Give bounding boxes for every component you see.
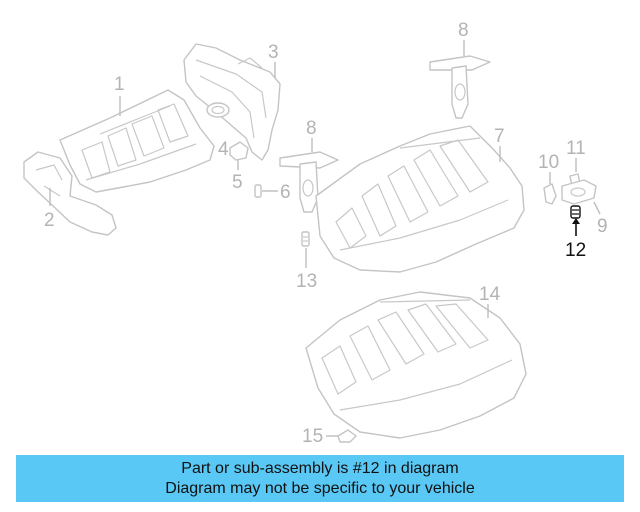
part-1-splash-shield — [59, 89, 215, 193]
part-4-grommet — [206, 102, 230, 118]
leader-lines — [49, 40, 601, 437]
part-8-lower-bracket — [279, 151, 339, 213]
part-10-clip — [543, 183, 557, 205]
part-5-clip — [229, 141, 249, 161]
callout-9: 9 — [597, 216, 608, 237]
part-14-lower-skid-plate — [305, 291, 527, 439]
callout-5: 5 — [232, 172, 243, 193]
part-7-skid-plate — [315, 125, 525, 273]
info-banner: Part or sub-assembly is #12 in diagram D… — [16, 455, 624, 502]
callout-11: 11 — [566, 138, 586, 159]
part-6-bolt — [254, 184, 262, 198]
callout-8-lower: 8 — [306, 118, 317, 139]
callout-2: 2 — [44, 210, 55, 231]
callout-3: 3 — [268, 42, 279, 63]
callout-6: 6 — [280, 182, 291, 203]
part-13-bolt — [301, 231, 310, 247]
part-15-clip — [337, 429, 357, 443]
parts-diagram: 1 2 3 4 5 6 8 8 7 10 11 9 12 13 14 15 — [23, 20, 608, 447]
callout-14: 14 — [479, 284, 501, 305]
callout-7: 7 — [494, 126, 505, 147]
callout-12[interactable]: 12 — [565, 240, 586, 261]
part-12-fastener — [570, 205, 581, 219]
callout-10: 10 — [538, 152, 559, 173]
callout-15: 15 — [302, 426, 323, 447]
banner-line-2: Diagram may not be specific to your vehi… — [165, 480, 475, 497]
part-8-upper-bracket — [429, 55, 491, 119]
callout-8-upper: 8 — [458, 20, 469, 41]
part-9-cover — [561, 179, 597, 205]
callout-13: 13 — [296, 271, 317, 292]
callout-4: 4 — [218, 139, 229, 160]
callout-1: 1 — [114, 74, 125, 95]
banner-line-1: Part or sub-assembly is #12 in diagram — [181, 460, 459, 477]
part-2-bracket — [23, 151, 117, 236]
